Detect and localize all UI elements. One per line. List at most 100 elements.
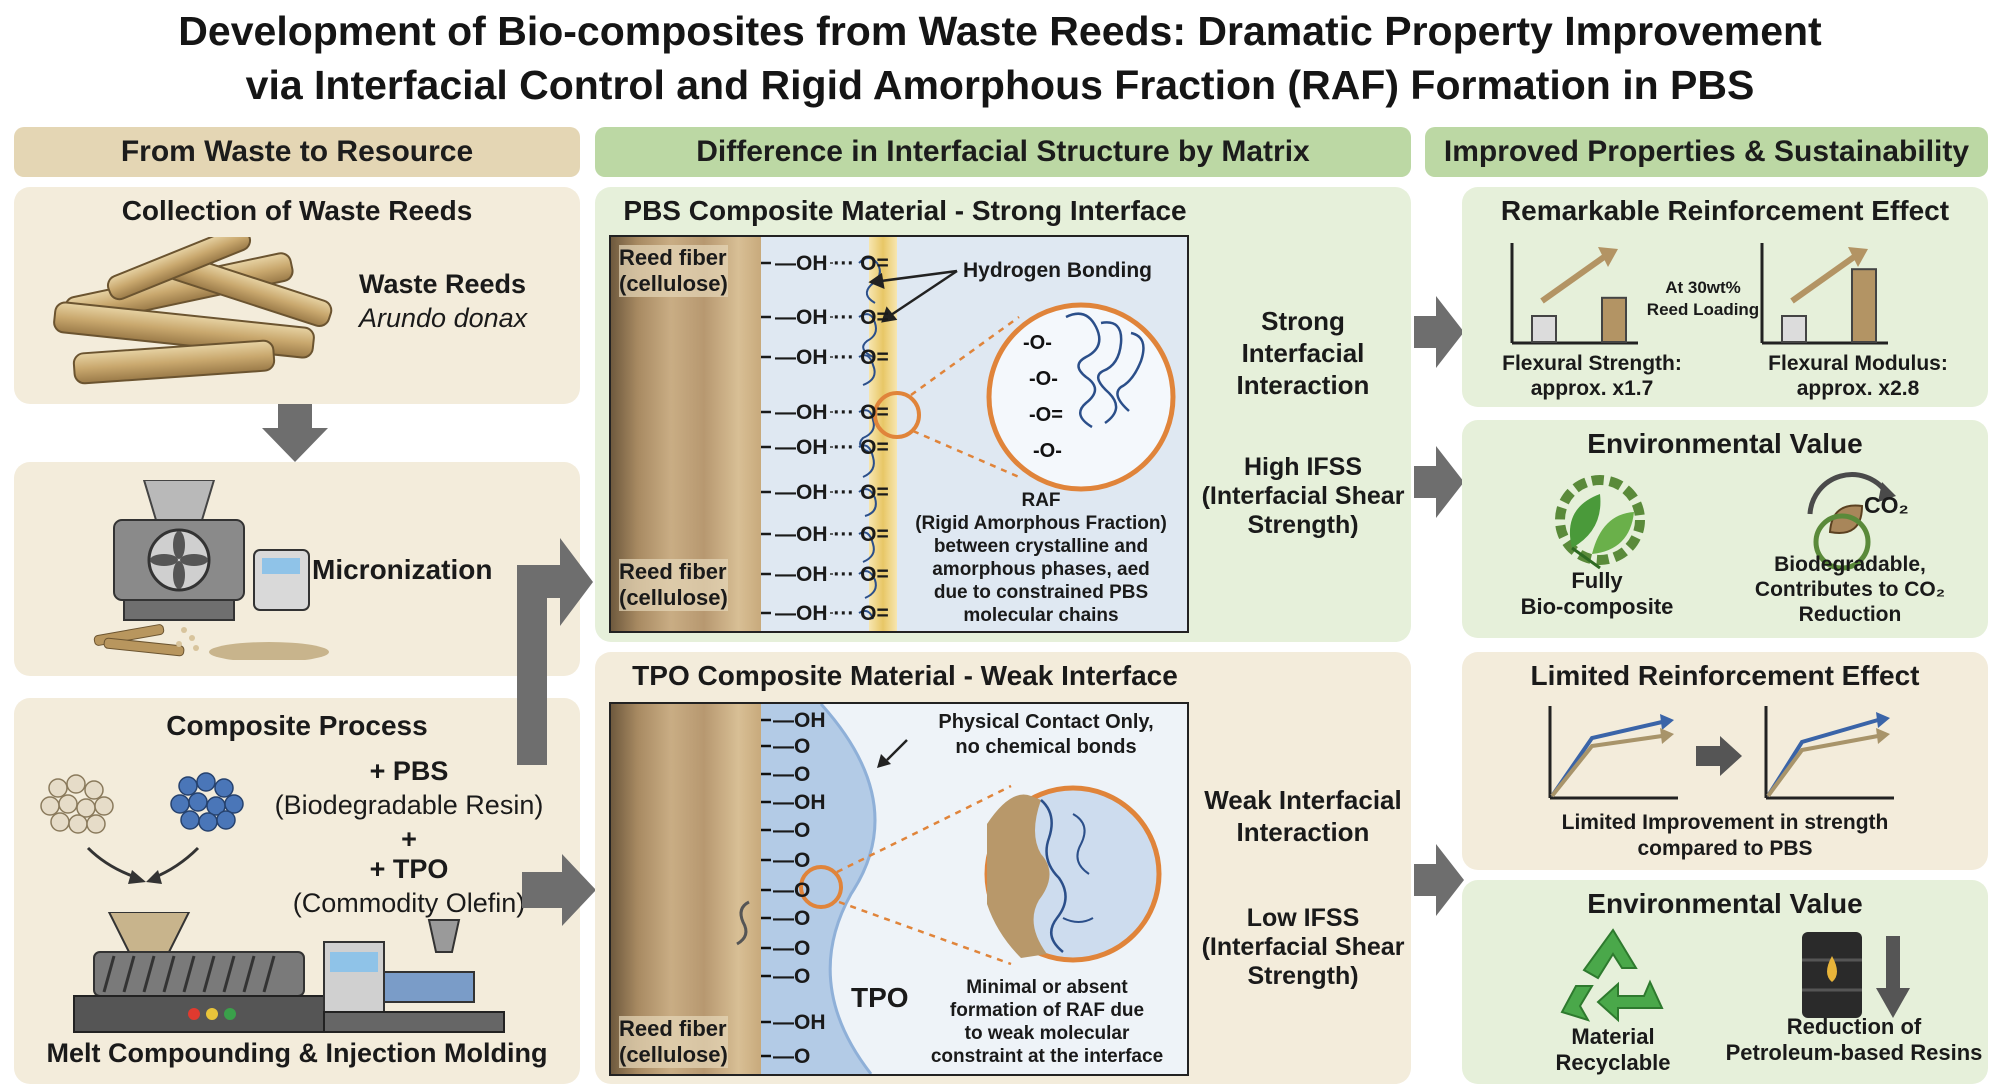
biodegrade-cycle-icon xyxy=(1807,472,1896,571)
flexural-strength-composite-bar xyxy=(1601,296,1627,343)
process-title: Composite Process xyxy=(166,710,428,741)
tpo-interface-diagram: —OH —O —O —OH —O —O —O —O —O —O —OH —O R… xyxy=(609,702,1189,1076)
waste-reeds-label: Waste Reeds xyxy=(359,269,527,299)
reinforcement-title: Remarkable Reinforcement Effect xyxy=(1500,195,1950,226)
raf-description: RAF (Rigid Amorphous Fraction) between c… xyxy=(915,490,1167,626)
pbs-oh-5: —OH ··· O= xyxy=(775,436,889,459)
environmental-value-panel-tpo: Environmental Value Material Recyclable … xyxy=(1462,880,1988,1084)
right-arrow-icon-tpo xyxy=(522,854,596,926)
pbs-panel: PBS Composite Material - Strong Interfac… xyxy=(595,187,1411,642)
oil-barrel-down-icon xyxy=(1802,932,1910,1018)
tpo-group-8: —O xyxy=(773,907,811,930)
pbs-oh-4: —OH ··· O= xyxy=(775,401,889,424)
title-line-2: via Interfacial Control and Rigid Amorph… xyxy=(245,62,1755,108)
composite-process-panel: Composite Process + PBS (Biodegradable R… xyxy=(14,698,580,1084)
header-left: From Waste to Resource xyxy=(14,127,580,177)
tpo-group-3: —O xyxy=(773,763,811,786)
limited-chart-left xyxy=(1548,706,1678,800)
flexural-modulus-composite-bar xyxy=(1851,268,1877,344)
tpo-group-2: —O xyxy=(773,735,811,758)
co2-label: CO₂ xyxy=(1864,492,1909,518)
right-arrow-icon-weak xyxy=(1414,844,1464,916)
pbs-oh-6: —OH ··· O= xyxy=(775,481,889,504)
tpo-group-1: —OH xyxy=(773,709,826,732)
tpo-group-7: —O xyxy=(773,879,811,902)
pbs-bond-diagram: -O- -O- -O= -O- xyxy=(761,257,1176,620)
leaf-gear-icon xyxy=(1555,475,1645,570)
micronization-label: Micronization xyxy=(312,554,493,585)
flexural-strength-baseline-bar xyxy=(1531,315,1557,343)
fiber-label-top: Reed fiber (cellulose) xyxy=(619,245,728,297)
tpo-title: TPO Composite Material - Weak Interface xyxy=(632,660,1178,691)
low-ifss-label: Low IFSS (Interfacial Shear Strength) xyxy=(1201,904,1405,990)
pbs-oh-7: —OH ··· O= xyxy=(775,523,889,546)
collection-panel: Collection of Waste Reeds Waste Reeds Ar… xyxy=(14,187,580,404)
species-label: Arundo donax xyxy=(359,303,528,333)
loading-note: At 30wt% Reed Loading xyxy=(1646,278,1760,319)
tpo-add-label: + TPO xyxy=(369,854,449,884)
env2-title: Environmental Value xyxy=(1587,888,1863,919)
minimal-raf-description: Minimal or absent formation of RAF due t… xyxy=(930,977,1164,1067)
header-middle: Difference in Interfacial Structure by M… xyxy=(595,127,1411,177)
pbs-oh-2: —OH ··· O= xyxy=(775,306,889,329)
tpo-desc-label: (Commodity Olefin) xyxy=(292,888,526,918)
process-footer: Melt Compounding & Injection Molding xyxy=(46,1038,548,1068)
high-ifss-label: High IFSS (Interfacial Shear Strength) xyxy=(1201,453,1405,539)
zoom-o-2: -O- xyxy=(1029,368,1058,390)
tpo-group-10: —O xyxy=(773,965,811,988)
pbs-title: PBS Composite Material - Strong Interfac… xyxy=(623,195,1187,226)
right-arrow-icon-ifss xyxy=(1414,446,1464,518)
pbs-desc-label: (Biodegradable Resin) xyxy=(274,790,544,820)
pbs-interface-diagram: Reed fiber (cellulose) Reed fiber (cellu… xyxy=(609,235,1189,633)
tpo-bond-diagram xyxy=(736,704,1162,1074)
tpo-group-11: —OH xyxy=(773,1011,826,1034)
tpo-fiber-label: Reed fiber (cellulose) xyxy=(619,1016,728,1068)
petroleum-reduction-label: Reduction of Petroleum-based Resins xyxy=(1725,1014,1983,1065)
collection-title: Collection of Waste Reeds xyxy=(121,195,473,226)
weak-interaction-label: Weak Interfacial Interaction xyxy=(1204,785,1402,847)
limited-reinforcement-panel: Limited Reinforcement Effect Limited Imp… xyxy=(1462,652,1988,870)
reinforcement-panel: Remarkable Reinforcement Effect At 30wt%… xyxy=(1462,187,1988,407)
hydrogen-bonding-label: Hydrogen Bonding xyxy=(963,259,1152,282)
zoom-o-1: -O- xyxy=(1023,332,1052,354)
tpo-group-9: —O xyxy=(773,937,811,960)
plus-label: + xyxy=(401,824,417,854)
grinder-icon xyxy=(93,480,329,660)
page-title: Development of Bio-composites from Waste… xyxy=(0,4,2000,112)
right-arrow-icon-strong xyxy=(1414,296,1464,368)
limited-arrow-icon xyxy=(1696,736,1742,776)
limited-title: Limited Reinforcement Effect xyxy=(1530,660,1920,691)
extruder-molding-icon xyxy=(73,912,505,1033)
flexural-strength-label: Flexural Strength: approx. x1.7 xyxy=(1502,352,1682,400)
bio-composite-label: Fully Bio-composite xyxy=(1520,568,1674,619)
env1-title: Environmental Value xyxy=(1587,428,1863,459)
pellets-icon xyxy=(40,772,244,884)
recycle-icon xyxy=(1560,928,1664,1023)
biodegradable-label: Biodegradable, Contributes to CO₂ Reduct… xyxy=(1754,553,1946,626)
down-arrow-icon xyxy=(262,404,328,462)
reed-fiber-texture-tpo xyxy=(611,704,761,1074)
zoom-o-3: -O= xyxy=(1029,404,1063,426)
tpo-panel: TPO Composite Material - Weak Interface xyxy=(595,652,1411,1084)
pbs-oh-9: —OH ··· O= xyxy=(775,602,889,625)
pbs-add-label: + PBS xyxy=(369,756,449,786)
title-line-1: Development of Bio-composites from Waste… xyxy=(178,8,1822,54)
tpo-matrix-label: TPO xyxy=(851,982,909,1013)
pbs-oh-3: —OH ··· O= xyxy=(775,346,889,369)
zoom-o-4: -O- xyxy=(1033,440,1062,462)
flexural-modulus-baseline-bar xyxy=(1781,315,1807,343)
pbs-oh-8: —OH ··· O= xyxy=(775,563,889,586)
recyclable-label: Material Recyclable xyxy=(1555,1024,1671,1075)
tpo-group-5: —O xyxy=(773,819,811,842)
header-right: Improved Properties & Sustainability xyxy=(1425,127,1988,177)
environmental-value-panel-pbs: Environmental Value CO₂ Fully Bio-compos… xyxy=(1462,420,1988,638)
strong-interaction-label: Strong Interfacial Interaction xyxy=(1236,306,1370,400)
tpo-group-4: —OH xyxy=(773,791,826,814)
flexural-modulus-label: Flexural Modulus: approx. x2.8 xyxy=(1768,352,1948,400)
tpo-group-12: —O xyxy=(773,1045,811,1068)
micronization-panel: Micronization xyxy=(14,462,580,676)
pbs-oh-1: —OH ··· O= xyxy=(775,252,889,275)
physical-contact-label: Physical Contact Only, no chemical bonds xyxy=(938,711,1154,758)
reeds-icon xyxy=(53,237,333,385)
limited-chart-right xyxy=(1764,706,1894,800)
